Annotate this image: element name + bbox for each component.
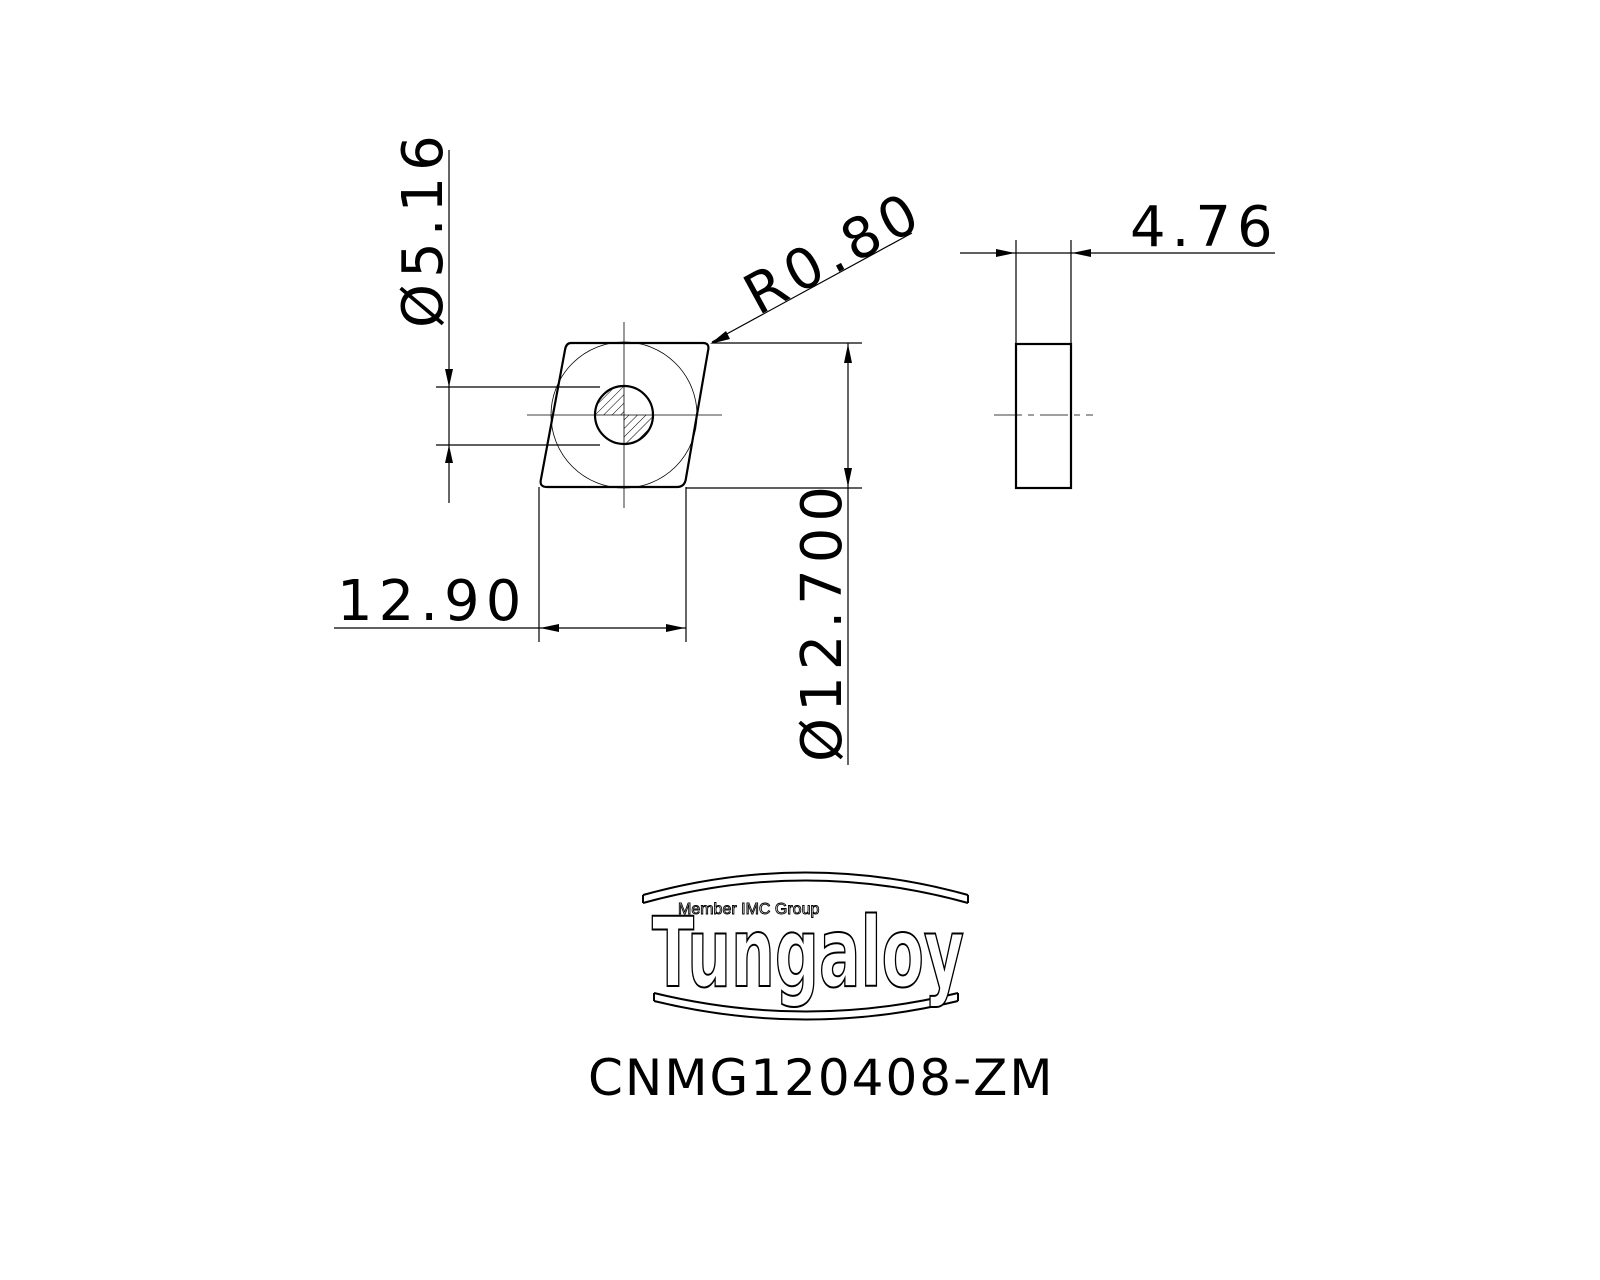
dim-inscribed-circle: Ø12.700 [686, 342, 862, 765]
insert-side-view [994, 342, 1093, 490]
thickness-label: 4.76 [1130, 195, 1279, 260]
logo-brand: Tungaloy [652, 897, 964, 1009]
length-label: 12.90 [337, 569, 527, 634]
dim-length: 12.90 [334, 487, 687, 642]
insert-outline [539, 341, 710, 489]
corner-radius-label: R0.80 [734, 179, 935, 329]
logo-arch-bottom [653, 992, 959, 1013]
side-view-outline [1014, 342, 1073, 490]
logo-subtitle: Member IMC Group [678, 901, 819, 918]
inscribed-circle-label: Ø12.700 [790, 480, 855, 762]
hole-diameter-label: Ø5.16 [391, 129, 456, 328]
part-code: CNMG120408-ZM [588, 1049, 1055, 1107]
insert-front-view [527, 322, 722, 508]
dim-corner-radius: R0.80 [710, 179, 935, 344]
dim-hole-diameter: Ø5.16 [391, 129, 600, 503]
dim-thickness: 4.76 [960, 195, 1279, 344]
logo-arch-top [642, 871, 969, 896]
tungaloy-logo: Member IMC Group Tungaloy [642, 871, 969, 1021]
